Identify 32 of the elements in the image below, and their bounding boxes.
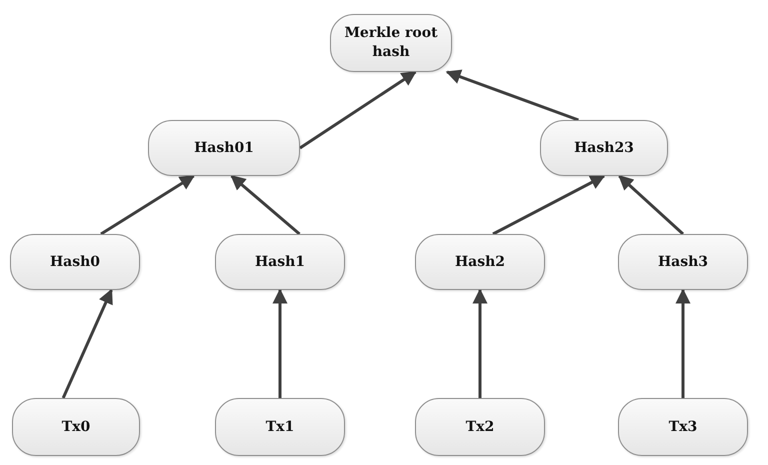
rounded-box	[330, 14, 452, 72]
node-label: Hash0	[48, 252, 102, 272]
node-label: Hash23	[573, 138, 635, 158]
arrow	[100, 174, 195, 236]
rounded-box	[540, 120, 668, 176]
node-label: Tx3	[668, 418, 698, 436]
rounded-box	[215, 234, 345, 290]
node-label: Tx2	[464, 418, 496, 436]
rounded-box	[415, 234, 545, 290]
arrow	[472, 288, 488, 398]
arrow	[230, 174, 300, 236]
node-label: Hash3	[656, 252, 710, 272]
node-label: Tx0	[60, 418, 92, 436]
node-label: Hash01	[193, 138, 255, 158]
node-label: Hash2	[454, 252, 506, 272]
rounded-box	[12, 398, 140, 456]
rounded-box	[215, 398, 345, 456]
arrow	[62, 288, 113, 399]
rounded-box	[415, 398, 545, 456]
node-label: Tx1	[264, 418, 296, 436]
node-label: Merkle root hash	[343, 24, 439, 62]
rounded-box	[618, 234, 748, 290]
arrow	[299, 70, 417, 150]
node-label: Hash1	[254, 252, 306, 272]
arrow	[676, 288, 690, 398]
arrow	[272, 288, 288, 398]
rounded-box	[148, 120, 300, 176]
arrow	[618, 174, 684, 236]
arrow	[492, 174, 606, 236]
rounded-box	[618, 398, 748, 456]
arrow	[446, 70, 579, 122]
rounded-box	[10, 234, 140, 290]
